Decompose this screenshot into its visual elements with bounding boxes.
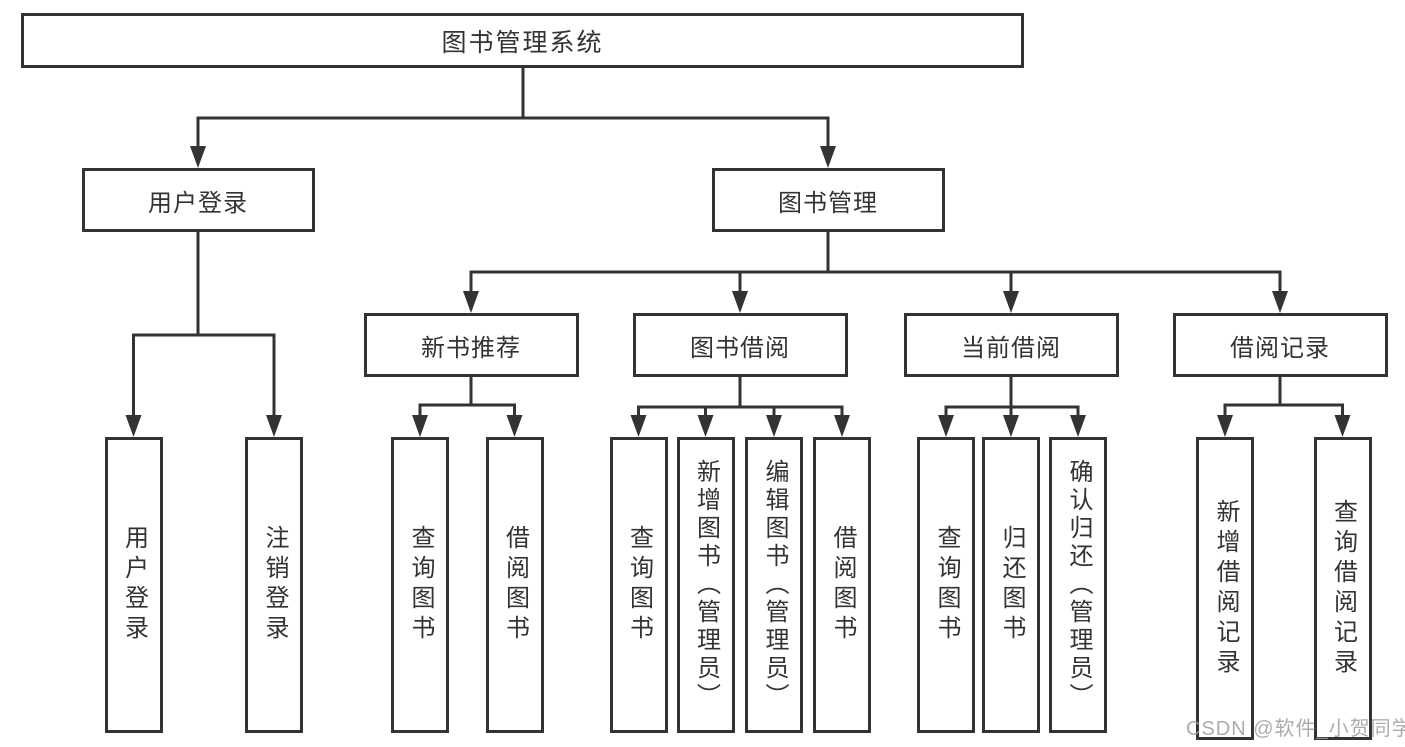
- arrow-down-icon: [732, 291, 748, 313]
- arrow-down-icon: [820, 146, 836, 168]
- node-label: 查询图书: [625, 525, 653, 645]
- node-book-borrowing: 图书借阅: [632, 313, 848, 377]
- node-label: 图书借阅: [690, 334, 790, 362]
- arrow-down-icon: [697, 415, 714, 437]
- node-label: 图书管理系统: [441, 28, 604, 57]
- arrow-down-icon: [266, 415, 282, 437]
- node-label: 借阅记录: [1230, 334, 1330, 362]
- connector-userlogin-split: [132, 333, 276, 418]
- connector-bookmgmt-split: [469, 270, 1282, 294]
- leaf-edit-books-admin: 编辑图书（管理员）: [745, 437, 803, 733]
- leaf-logout: 注销登录: [245, 437, 303, 733]
- node-label: 查询图书: [933, 525, 960, 645]
- arrowheads: [125, 146, 1351, 437]
- node-label: 注销登录: [261, 525, 288, 645]
- node-label: 借阅图书: [501, 525, 529, 645]
- arrow-down-icon: [766, 415, 782, 437]
- arrow-down-icon: [412, 415, 428, 437]
- connector-root-split: [196, 116, 830, 150]
- node-borrowing-records: 借阅记录: [1172, 313, 1388, 377]
- arrow-down-icon: [1003, 415, 1019, 437]
- arrow-down-icon: [834, 415, 850, 437]
- leaf-query-borrow-record: 查询借阅记录: [1313, 437, 1372, 740]
- connector-newbook-split: [418, 403, 516, 418]
- leaf-borrow-books: 借阅图书: [813, 437, 871, 733]
- arrow-down-icon: [1334, 415, 1351, 437]
- node-library-management-system: 图书管理系统: [21, 13, 1024, 68]
- leaf-user-login: 用户登录: [104, 437, 163, 733]
- node-label: 新增借阅记录: [1212, 498, 1239, 679]
- node-label: 编辑图书（管理员）: [761, 459, 788, 711]
- node-label: 用户登录: [120, 525, 148, 645]
- node-label: 确认归还（管理员）: [1065, 459, 1092, 711]
- node-label: 查询图书: [407, 525, 434, 645]
- arrow-down-icon: [1272, 291, 1288, 313]
- arrow-down-icon: [1217, 415, 1233, 437]
- node-label: 查询借阅记录: [1329, 498, 1357, 679]
- node-user-login: 用户登录: [81, 168, 315, 232]
- connector-records-split: [1223, 403, 1344, 418]
- arrow-down-icon: [938, 415, 954, 437]
- watermark-text: CSDN @软件_小贺同学: [1186, 718, 1405, 740]
- node-label: 用户登录: [148, 189, 248, 217]
- node-label: 图书管理: [778, 189, 878, 217]
- node-label: 新书推荐: [421, 334, 521, 362]
- leaf-query-books-borrow: 查询图书: [609, 437, 668, 733]
- arrow-down-icon: [1070, 415, 1086, 437]
- leaf-query-books-current: 查询图书: [917, 437, 975, 733]
- arrow-down-icon: [463, 291, 479, 313]
- arrow-down-icon: [190, 146, 206, 168]
- leaf-add-borrow-record: 新增借阅记录: [1196, 437, 1254, 740]
- leaf-query-books-newbook: 查询图书: [391, 437, 449, 733]
- arrow-down-icon: [125, 415, 142, 437]
- arrow-down-icon: [630, 415, 647, 437]
- leaf-confirm-return-admin: 确认归还（管理员）: [1049, 437, 1107, 733]
- node-book-management: 图书管理: [711, 168, 945, 232]
- node-label: 当前借阅: [961, 334, 1061, 362]
- leaf-return-books: 归还图书: [982, 437, 1040, 733]
- leaf-add-books-admin: 新增图书（管理员）: [676, 437, 735, 733]
- node-label: 借阅图书: [829, 525, 856, 645]
- connector-bookborrow-split: [637, 405, 844, 418]
- arrow-down-icon: [506, 415, 523, 437]
- node-current-borrowing: 当前借阅: [903, 313, 1119, 377]
- arrow-down-icon: [1003, 291, 1019, 313]
- leaf-borrow-books-newbook: 借阅图书: [485, 437, 544, 733]
- node-new-book-recommendation: 新书推荐: [363, 313, 579, 377]
- node-label: 新增图书（管理员）: [692, 459, 720, 711]
- node-label: 归还图书: [998, 525, 1025, 645]
